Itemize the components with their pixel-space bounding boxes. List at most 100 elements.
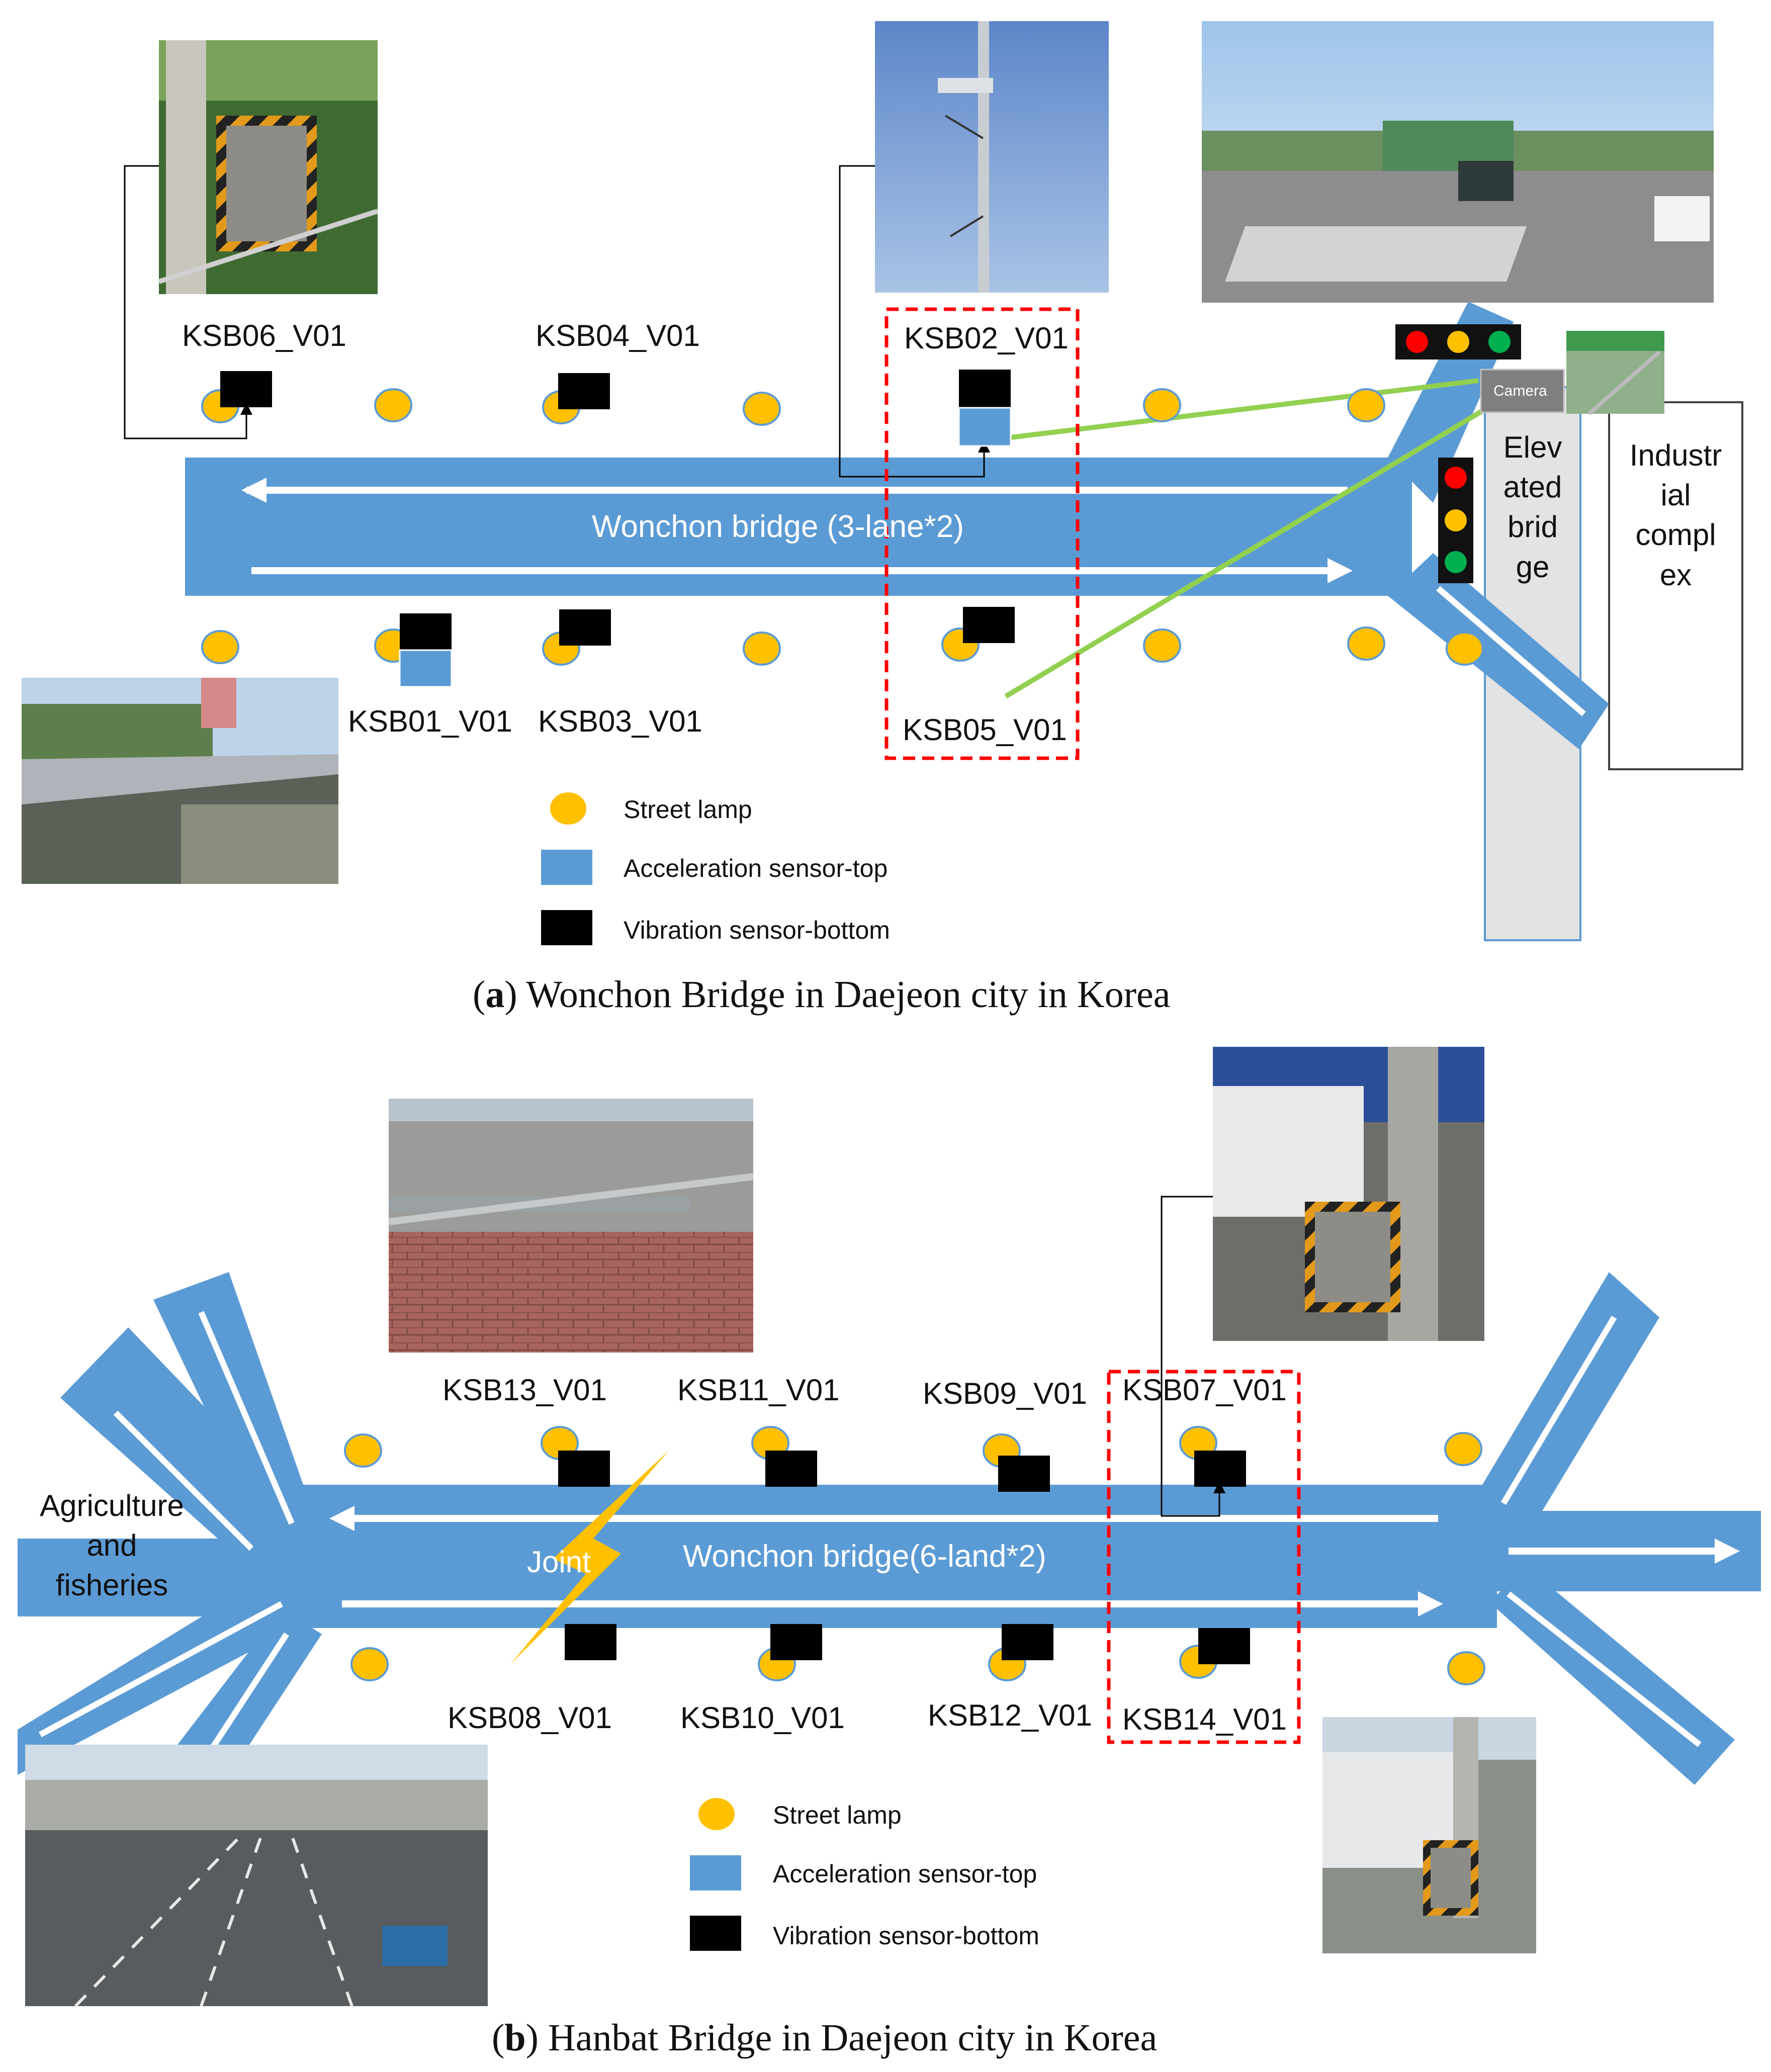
photo-wonchon-bridge — [22, 678, 338, 884]
vibration-sensor-ksb02 — [959, 370, 1011, 408]
legend-a-lamp-label: Street lamp — [624, 795, 752, 824]
industrial-complex-label: Industr ial compl ex — [1629, 438, 1722, 592]
road-a-ramp-arrow — [1436, 586, 1586, 716]
traffic-light-side — [1438, 458, 1473, 583]
vibration-sensor-ksb10 — [770, 1624, 822, 1660]
sensor-label-ksb11: KSB11_V01 — [677, 1373, 840, 1407]
street-lamp — [1143, 628, 1181, 663]
photo-intersection — [1202, 21, 1714, 303]
street-lamp — [350, 1647, 389, 1681]
caption-b-text: Hanbat Bridge in Daejeon city in Korea — [548, 2017, 1158, 2059]
sensor-label-ksb06: KSB06_V01 — [182, 319, 346, 352]
vibration-sensor-ksb12 — [1002, 1624, 1053, 1660]
road-b-arrowhead-right — [1418, 1591, 1443, 1616]
sensor-label-ksb12: KSB12_V01 — [928, 1698, 1092, 1732]
legend-a-accel-label: Acceleration sensor-top — [624, 854, 888, 882]
street-lamps-b — [344, 1426, 1485, 1685]
road-b-arrow-left-branch-2 — [198, 1311, 295, 1525]
photo-sensor-box-ksb14 — [1322, 1717, 1536, 1953]
street-lamp — [1446, 632, 1484, 666]
road-a-arrowhead-right — [1327, 558, 1353, 583]
sensor-label-ksb10: KSB10_V01 — [680, 1701, 845, 1735]
camera-link-upper — [1010, 378, 1479, 440]
sensor-label-ksb05: KSB05_V01 — [903, 713, 1067, 747]
highlight-box-a — [884, 307, 1080, 760]
caption-b: (b) Hanbat Bridge in Daejeon city in Kor… — [492, 2017, 1158, 2059]
vibration-sensor-ksb13 — [558, 1451, 610, 1487]
road-b-left-arm — [18, 1539, 287, 1616]
caption-b-letter: b — [504, 2017, 526, 2059]
acceleration-sensor-ksb02 — [958, 407, 1012, 447]
road-a-ramp-down — [1388, 553, 1609, 749]
photo-hanbat-road — [25, 1745, 488, 2008]
vibration-sensor-ksb11 — [765, 1451, 817, 1487]
road-b-arrow-down-right — [1507, 1591, 1702, 1747]
leader-ksb02 — [839, 165, 990, 478]
sensors-a — [220, 370, 1015, 688]
camera-label: Camera — [1493, 383, 1547, 399]
industrial-complex-box — [1608, 401, 1743, 770]
sensors-b — [558, 1451, 1250, 1664]
street-lamp — [743, 632, 781, 666]
photo-sensor-box-ksb07 — [1213, 1047, 1484, 1341]
joint-label: Joint — [527, 1545, 591, 1579]
street-lamp — [1347, 388, 1385, 422]
agriculture-fisheries-label: Agriculture and fisheries — [40, 1489, 184, 1602]
sensor-label-ksb07: KSB07_V01 — [1122, 1373, 1287, 1407]
legend-a — [541, 792, 592, 945]
road-a-arrowhead-left — [241, 478, 267, 503]
road-b-left-branch-1 — [60, 1327, 302, 1569]
legend-a-vib-label: Vibration sensor-bottom — [624, 916, 890, 944]
photo-pole-sensor-ksb02 — [875, 21, 1109, 293]
photo-elevated-bridge — [1566, 331, 1664, 416]
sensor-label-ksb14: KSB14_V01 — [1122, 1702, 1287, 1736]
camera-link-lower — [1004, 405, 1490, 699]
panel-a — [22, 21, 1743, 945]
vibration-sensor-ksb14 — [1198, 1628, 1250, 1664]
street-lamp — [1143, 388, 1181, 422]
legend-b-accel-label: Acceleration sensor-top — [773, 1860, 1037, 1888]
vibration-sensor-ksb03 — [559, 609, 611, 646]
sensor-label-ksb01: KSB01_V01 — [348, 704, 512, 738]
road-label-a: Wonchon bridge (3-lane*2) — [592, 509, 964, 544]
caption-a-text: Wonchon Bridge in Daejeon city in Korea — [526, 973, 1171, 1016]
road-b-arrow-left-branch-3 — [39, 1601, 283, 1738]
sensor-label-ksb08: KSB08_V01 — [448, 1701, 612, 1735]
panel-b — [18, 1047, 1761, 2008]
camera-icon — [1480, 369, 1565, 413]
caption-a: (a) Wonchon Bridge in Daejeon city in Ko… — [473, 973, 1171, 1016]
leader-ksb07 — [1161, 1196, 1225, 1517]
road-label-b: Wonchon bridge(6-land*2) — [683, 1539, 1046, 1574]
road-b-left-branch-3 — [18, 1574, 302, 1775]
street-lamp — [1347, 626, 1385, 661]
acceleration-sensor-ksb01 — [399, 649, 453, 688]
vibration-sensor-ksb05 — [963, 607, 1015, 643]
legend-b-lamp-label: Street lamp — [773, 1801, 902, 1829]
legend-b-vib-label: Vibration sensor-bottom — [773, 1922, 1039, 1950]
street-lamp — [374, 388, 412, 422]
sensor-label-ksb04: KSB04_V01 — [536, 319, 700, 352]
traffic-light-top — [1395, 324, 1521, 359]
road-b-arrowhead-right-mid — [1715, 1539, 1740, 1564]
street-lamp — [201, 630, 239, 664]
sensor-label-ksb09: KSB09_V01 — [923, 1377, 1087, 1410]
street-lamp — [1447, 1651, 1485, 1685]
sensor-label-ksb02: KSB02_V01 — [904, 321, 1069, 355]
photo-sensor-box-ksb06 — [158, 40, 379, 294]
leader-ksb06 — [124, 165, 252, 439]
sensor-label-ksb13: KSB13_V01 — [442, 1373, 607, 1407]
sensor-label-ksb03: KSB03_V01 — [538, 704, 702, 738]
street-lamp — [1444, 1432, 1482, 1466]
street-lamp — [344, 1433, 382, 1468]
vibration-sensor-ksb06 — [220, 371, 272, 407]
road-b-arrow-left-branch-4 — [208, 1632, 290, 1752]
caption-a-letter: a — [485, 973, 505, 1016]
vibration-sensor-ksb09 — [998, 1456, 1050, 1492]
joint-lightning-icon — [510, 1451, 669, 1664]
photo-road-side — [388, 1099, 754, 1353]
vibration-sensor-ksb08 — [565, 1624, 616, 1660]
vibration-sensor-ksb01 — [400, 613, 452, 650]
road-b-arrowhead-left — [329, 1506, 355, 1531]
highlight-box-b — [1107, 1370, 1301, 1744]
